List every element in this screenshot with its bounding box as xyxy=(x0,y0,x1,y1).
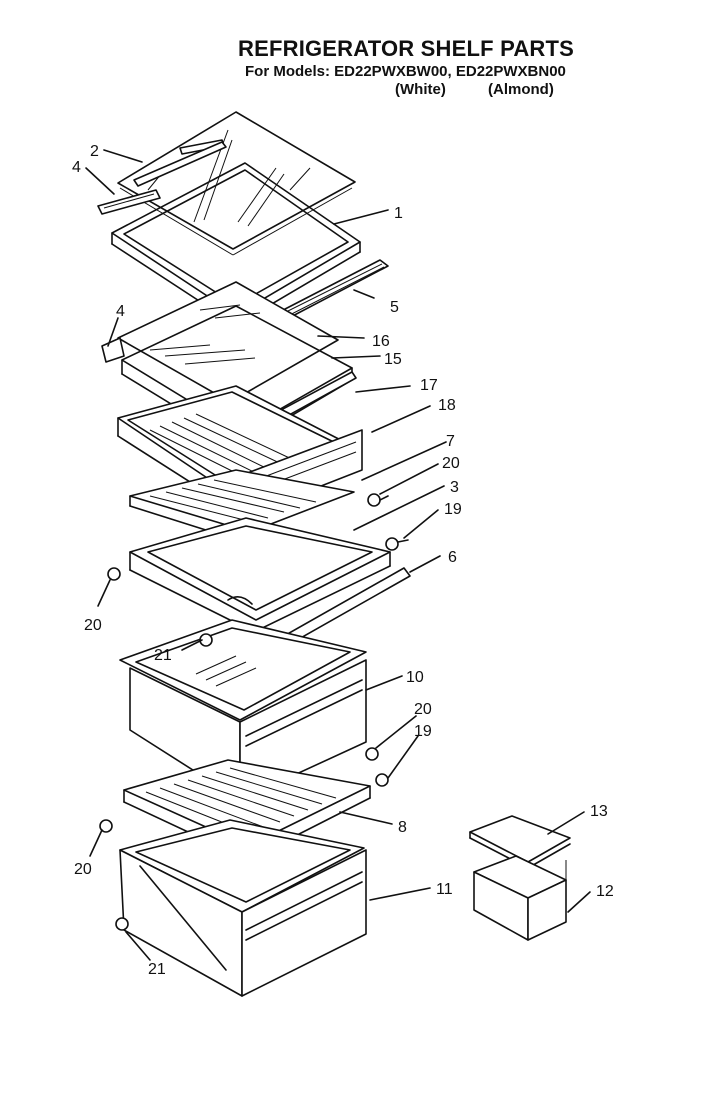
callout-20c: 20 xyxy=(414,701,432,718)
callout-8: 8 xyxy=(398,819,407,836)
callout-5: 5 xyxy=(390,299,399,316)
part-4-trim-upper xyxy=(97,189,161,215)
part-12-bin xyxy=(473,855,567,941)
callout-13: 13 xyxy=(590,803,608,820)
variant-white: (White) xyxy=(395,81,446,98)
part-19-stud xyxy=(385,537,409,551)
callout-20b: 20 xyxy=(84,617,102,634)
callout-10: 10 xyxy=(406,669,424,686)
leader-lines xyxy=(85,149,591,961)
callout-4b: 4 xyxy=(116,303,125,320)
part-frame-shelf xyxy=(129,517,391,633)
part-4-trim-lower xyxy=(101,337,125,363)
callout-21b: 21 xyxy=(148,961,166,978)
callout-12: 12 xyxy=(596,883,614,900)
page-title: REFRIGERATOR SHELF PARTS xyxy=(238,36,575,61)
callout-20d: 20 xyxy=(74,861,92,878)
callout-21: 21 xyxy=(154,647,172,664)
part-2-trim xyxy=(133,139,227,187)
callout-2: 2 xyxy=(90,143,99,160)
callout-18: 18 xyxy=(438,397,456,414)
callout-4: 4 xyxy=(72,159,81,176)
part-8-grille-frame xyxy=(123,759,371,861)
variant-almond: (Almond) xyxy=(488,81,554,98)
part-21-stud xyxy=(115,917,129,931)
part-19-stud xyxy=(375,773,389,787)
part-20-stud xyxy=(367,493,389,507)
callout-19: 19 xyxy=(444,501,462,518)
callout-3: 3 xyxy=(450,479,459,496)
part-10-crisper-drawer xyxy=(119,619,367,801)
part-21-stud xyxy=(199,633,213,647)
callout-17: 17 xyxy=(420,377,438,394)
callout-11: 11 xyxy=(436,881,453,898)
part-20-stud xyxy=(99,819,113,833)
callout-6: 6 xyxy=(448,549,457,566)
callout-7: 7 xyxy=(446,433,455,450)
models-line: For Models: ED22PWXBW00, ED22PWXBN00 xyxy=(245,63,566,80)
part-11-lower-drawer xyxy=(119,819,367,997)
fasteners xyxy=(99,493,409,931)
part-16-glass-insert xyxy=(117,281,339,403)
callout-1: 1 xyxy=(394,205,403,222)
callout-16: 16 xyxy=(372,333,390,350)
callout-labels: 2 4 1 5 4 16 15 17 18 7 20 3 19 6 20 21 … xyxy=(72,143,614,978)
callout-20: 20 xyxy=(442,455,460,472)
callout-15: 15 xyxy=(384,351,402,368)
part-20-stud xyxy=(107,567,121,581)
callout-19b: 19 xyxy=(414,723,432,740)
part-20-stud xyxy=(365,747,379,761)
